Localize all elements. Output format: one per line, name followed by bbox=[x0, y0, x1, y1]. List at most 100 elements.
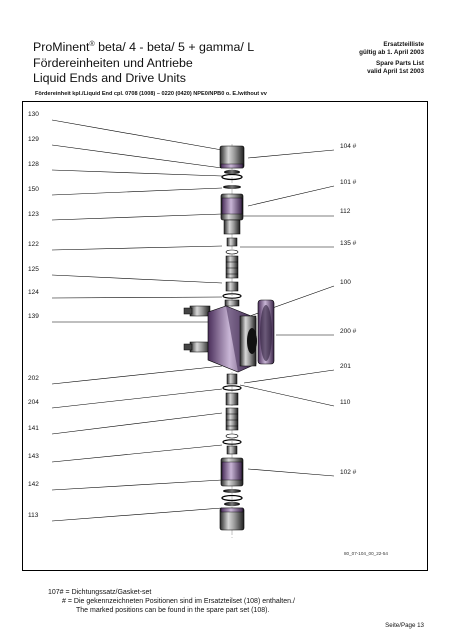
drawing-frame bbox=[22, 101, 428, 571]
callout-204: 204 bbox=[28, 399, 39, 406]
o-ring-124 bbox=[222, 293, 242, 299]
leader-122 bbox=[51, 245, 223, 251]
leader-204 bbox=[51, 388, 223, 409]
diaphragm-core bbox=[247, 328, 257, 354]
leader-128 bbox=[51, 169, 223, 177]
ring-150 bbox=[223, 185, 241, 189]
legend: 107# = Dichtungssatz/Gasket-set # = Die … bbox=[48, 588, 295, 615]
upper-parts bbox=[219, 145, 245, 307]
valve-spring-housing bbox=[225, 255, 239, 279]
leader-123 bbox=[51, 213, 223, 221]
lower-parts bbox=[219, 373, 245, 531]
callout-150: 150 bbox=[28, 186, 39, 193]
callout-104: 104 # bbox=[340, 143, 357, 150]
callout-101: 101 # bbox=[340, 179, 357, 186]
spare-list-en: Spare Parts List valid April 1st 2003 bbox=[367, 60, 424, 76]
leader-143 bbox=[51, 444, 223, 463]
bleed-valve-lower bbox=[189, 341, 211, 353]
legend-text-gasket: = Dichtungssatz/Gasket-set bbox=[65, 589, 152, 596]
connector-124 bbox=[224, 299, 240, 307]
legend-key-marked: # bbox=[62, 598, 66, 605]
title-line-de: Fördereinheiten und Antriebe bbox=[33, 55, 193, 70]
callout-139: 139 bbox=[28, 313, 39, 320]
insert-lower bbox=[224, 501, 240, 507]
legend-row-1: 107# = Dichtungssatz/Gasket-set bbox=[48, 588, 295, 597]
page-number: Seite/Page 13 bbox=[385, 622, 424, 629]
callout-125: 125 bbox=[28, 266, 39, 273]
spare-list-en-validity: valid April 1st 2003 bbox=[367, 68, 424, 75]
union-nut-purple-band bbox=[220, 163, 244, 169]
leader-102 bbox=[247, 468, 335, 477]
valve-body-bottom-purple bbox=[221, 461, 243, 481]
legend-row-3: The marked positions can be found in the… bbox=[76, 607, 270, 614]
callout-201: 201 bbox=[340, 363, 351, 370]
leader-113 bbox=[51, 507, 223, 522]
leader-129 bbox=[51, 144, 223, 169]
pump-head-assembly bbox=[183, 299, 275, 373]
valve-body-top-purple bbox=[221, 197, 243, 215]
callout-129: 129 bbox=[28, 136, 39, 143]
spare-list-en-title: Spare Parts List bbox=[376, 60, 424, 67]
o-ring-204 bbox=[222, 385, 242, 391]
callout-141: 141 bbox=[28, 425, 39, 432]
callout-102: 102 # bbox=[340, 469, 357, 476]
callout-135: 135 # bbox=[340, 240, 357, 247]
legend-key-gasket: 107# bbox=[48, 589, 64, 596]
title-line-1: ProMinent® beta/ 4 - beta/ 5 + gamma/ L bbox=[33, 37, 254, 56]
callout-128: 128 bbox=[28, 161, 39, 168]
ball-lower bbox=[225, 433, 239, 439]
o-ring-128 bbox=[221, 173, 243, 181]
title-line-en: Liquid Ends and Drive Units bbox=[33, 71, 186, 86]
legend-row-2: # = Die gekennzeichneten Positionen sind… bbox=[48, 597, 295, 606]
seat-143 bbox=[226, 445, 238, 455]
leader-100 bbox=[235, 285, 335, 322]
leader-lines bbox=[51, 119, 335, 522]
product-names: beta/ 4 - beta/ 5 + gamma/ L bbox=[94, 40, 255, 55]
callout-130: 130 bbox=[28, 111, 39, 118]
drawing-subtitle: Fördereinheit kpl./Liquid End cpl. 0708 … bbox=[35, 91, 267, 97]
callout-122: 122 bbox=[28, 241, 39, 248]
seal-110 bbox=[225, 392, 239, 406]
bleed-valve-upper bbox=[189, 305, 211, 317]
spare-list-de: Ersatzteilliste gültig ab 1. April 2003 bbox=[359, 41, 424, 57]
leader-110 bbox=[239, 384, 335, 407]
leader-124 bbox=[51, 296, 223, 299]
leader-202 bbox=[51, 365, 223, 385]
callout-142: 142 bbox=[28, 481, 39, 488]
registered-mark: ® bbox=[89, 41, 95, 48]
brand-name: ProMinent bbox=[33, 40, 90, 55]
o-ring-lower bbox=[221, 494, 243, 502]
connector-202 bbox=[226, 373, 238, 385]
leader-101 bbox=[247, 185, 335, 207]
leader-201 bbox=[243, 369, 335, 384]
callout-124: 124 bbox=[28, 289, 39, 296]
callout-200: 200 # bbox=[340, 328, 357, 335]
spare-list-de-validity: gültig ab 1. April 2003 bbox=[359, 49, 424, 56]
callout-113: 113 bbox=[28, 512, 39, 519]
ring-142 bbox=[223, 489, 241, 493]
leader-150 bbox=[51, 187, 223, 196]
callout-143: 143 bbox=[28, 453, 39, 460]
o-ring-143 bbox=[222, 439, 242, 445]
spare-list-de-title: Ersatzteilliste bbox=[383, 41, 424, 48]
leader-130 bbox=[51, 119, 223, 151]
callout-112: 112 bbox=[340, 208, 351, 215]
document-title: ProMinent® beta/ 4 - beta/ 5 + gamma/ L … bbox=[33, 37, 254, 87]
leader-104 bbox=[247, 149, 335, 159]
leader-142 bbox=[51, 479, 223, 491]
valve-seat-top bbox=[223, 219, 241, 235]
callout-202: 202 bbox=[28, 375, 39, 382]
callout-100: 100 bbox=[340, 279, 351, 286]
callout-123: 123 bbox=[28, 211, 39, 218]
leader-125 bbox=[51, 274, 223, 284]
legend-text-marked-de: = Die gekennzeichneten Positionen sind i… bbox=[67, 598, 295, 605]
seal-125 bbox=[225, 281, 239, 292]
drawing-number: 80_07-104_00_22-54 bbox=[344, 551, 388, 556]
valve-141 bbox=[225, 407, 239, 431]
union-nut-113-band bbox=[220, 507, 244, 513]
ball-135 bbox=[225, 249, 239, 255]
valve-part-122 bbox=[226, 237, 238, 247]
insert-130 bbox=[224, 169, 240, 175]
leader-141 bbox=[51, 412, 223, 435]
